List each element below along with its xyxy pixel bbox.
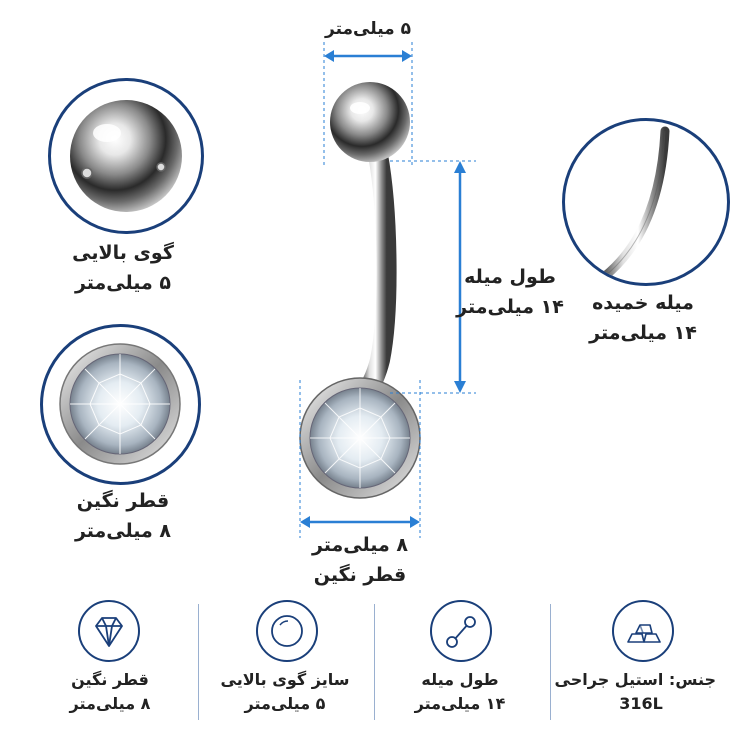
metal-bars-icon <box>612 600 674 662</box>
curved-bar-label: میله خمیده ۱۴ میلی‌متر <box>589 292 697 344</box>
spec-bar-label: طول میله ۱۴ میلی‌متر <box>414 670 506 713</box>
bar-length-dimension-line <box>390 160 476 394</box>
ball-width-dimension-line <box>323 42 413 168</box>
spec-material-label: جنس: استیل جراحی 316L <box>554 670 716 713</box>
curved-bar-image <box>600 126 670 281</box>
top-ball-label: گوی بالایی ۵ میلی‌متر <box>72 242 174 294</box>
ball-icon <box>256 600 318 662</box>
top-ball-image <box>70 100 182 212</box>
spec-gem-label: قطر نگین ۸ میلی‌متر <box>69 670 151 713</box>
divider-1 <box>198 604 199 720</box>
belly-ring-product-image <box>299 82 421 499</box>
gem-image <box>59 343 181 465</box>
divider-2 <box>374 604 375 720</box>
top-ball-detail-circle <box>48 78 204 234</box>
divider-3 <box>550 604 551 720</box>
gem-detail-circle <box>40 324 201 485</box>
gem-label: قطر نگین ۸ میلی‌متر <box>74 490 172 542</box>
gem-width-dimension-line <box>299 380 421 538</box>
ball-width-label: ۵ میلی‌متر <box>325 19 411 39</box>
spec-ball-label: سایز گوی بالایی ۵ میلی‌متر <box>220 670 350 713</box>
bar-icon <box>430 600 492 662</box>
bar-length-label: طول میله ۱۴ میلی‌متر <box>456 266 564 318</box>
curved-bar-detail-circle <box>562 118 730 286</box>
gem-width-label: ۸ میلی‌متر قطر نگین <box>311 534 409 586</box>
diamond-icon <box>78 600 140 662</box>
